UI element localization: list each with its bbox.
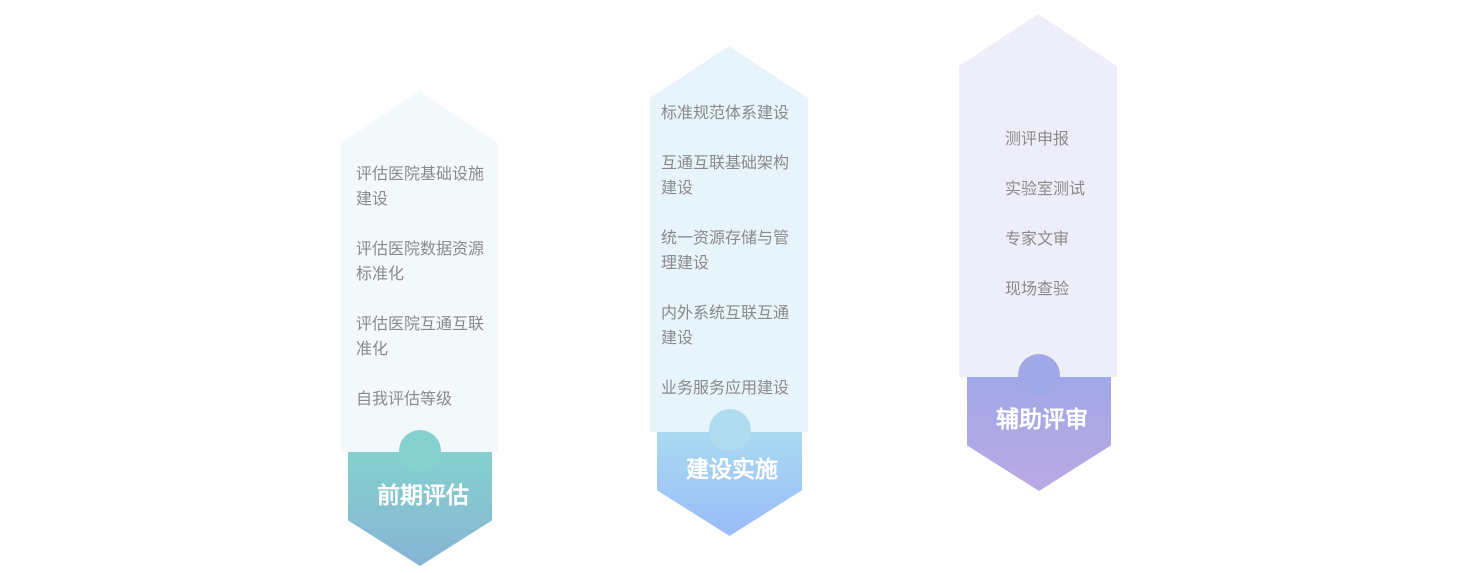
list-item: 现场查验: [1005, 279, 1070, 298]
stage-items-review: 测评申报 实验室测试 专家文审 现场查验: [1005, 126, 1105, 326]
list-item: 统一资源存储与管理建设: [661, 228, 790, 272]
stage-items-implementation: 标准规范体系建设 互通互联基础架构建设 统一资源存储与管理建设 内外系统互联互通…: [661, 100, 801, 425]
stage-title: 前期评估: [377, 483, 469, 509]
list-item: 专家文审: [1005, 229, 1070, 248]
list-item: 标准规范体系建设: [661, 103, 790, 122]
badge-knob: [709, 409, 751, 451]
list-item: 测评申报: [1005, 129, 1070, 148]
stage-card-implementation: [650, 46, 808, 432]
stage-card-assessment: [341, 91, 498, 452]
stage-card-review: [959, 14, 1117, 377]
list-item: 评估医院数据资源标准化: [356, 239, 485, 283]
stage-title: 辅助评审: [996, 407, 1088, 433]
list-item: 自我评估等级: [356, 389, 453, 408]
list-item: 业务服务应用建设: [661, 378, 790, 397]
list-item: 互通互联基础架构建设: [661, 153, 790, 197]
badge-knob: [1018, 354, 1060, 396]
list-item: 实验室测试: [1005, 179, 1086, 198]
stage-items-assessment: 评估医院基础设施建设 评估医院数据资源标准化 评估医院互通互联准化 自我评估等级: [356, 161, 492, 436]
list-item: 评估医院互通互联准化: [356, 314, 485, 358]
list-item: 内外系统互联互通建设: [661, 303, 790, 347]
stage-title: 建设实施: [686, 457, 778, 483]
list-item: 评估医院基础设施建设: [356, 164, 485, 208]
badge-knob: [399, 430, 441, 472]
